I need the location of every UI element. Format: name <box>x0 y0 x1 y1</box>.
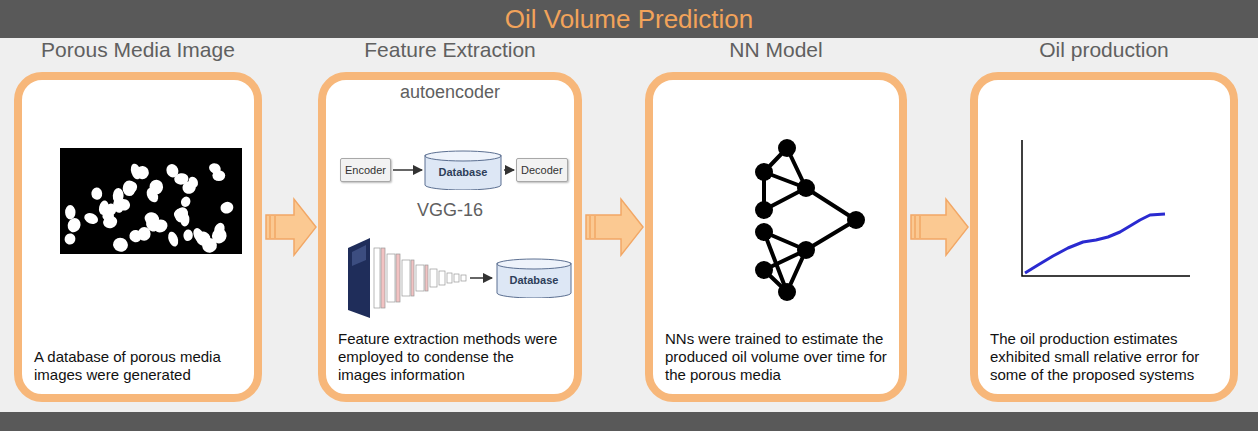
process-box: Decoder <box>516 158 568 182</box>
stage-box: Feature ExtractionautoencoderVGG-16Featu… <box>318 72 582 402</box>
stage-description: Feature extraction methods were employed… <box>338 330 566 384</box>
porous-media-image <box>22 80 254 394</box>
flow-arrow <box>586 199 643 255</box>
diagram-title: Oil Volume Prediction <box>0 0 1258 38</box>
stage-box: Oil productionThe oil production estimat… <box>970 72 1238 402</box>
stage-heading: Oil production <box>948 38 1258 62</box>
stage-heading: NN Model <box>623 38 929 62</box>
box-label: Decoder <box>521 164 563 176</box>
method-label: VGG-16 <box>326 200 574 221</box>
stage-heading: Feature Extraction <box>296 38 604 62</box>
stage-description: A database of porous media images were g… <box>34 348 246 384</box>
footer-band <box>0 412 1258 431</box>
connector-arrow <box>393 169 422 171</box>
arrow-stripe <box>594 216 596 238</box>
box-label: Encoder <box>345 164 386 176</box>
arrow-stripe <box>274 216 276 238</box>
arrow-stripe <box>919 216 921 238</box>
box-label: Database <box>510 270 559 286</box>
box-label: Database <box>439 162 488 178</box>
database-cylinder: Database <box>424 150 502 190</box>
method-label: autoencoder <box>326 82 574 103</box>
stage-description: NNs were trained to estimate the produce… <box>665 330 891 384</box>
arrow-stripe <box>589 216 591 238</box>
stage-box: NN ModelNNs were trained to estimate the… <box>645 72 907 402</box>
arrow-stripe <box>914 216 916 238</box>
connector-arrow <box>504 169 514 171</box>
flow-arrow <box>911 199 968 255</box>
arrow-stripe <box>269 216 271 238</box>
database-cylinder: Database <box>496 258 572 298</box>
flow-arrow <box>266 199 316 255</box>
stage-box: Porous Media ImageA database of porous m… <box>14 72 262 402</box>
stage-description: The oil production estimates exhibited s… <box>990 330 1222 384</box>
stage-heading: Porous Media Image <box>0 38 284 62</box>
process-box: Encoder <box>340 158 391 182</box>
